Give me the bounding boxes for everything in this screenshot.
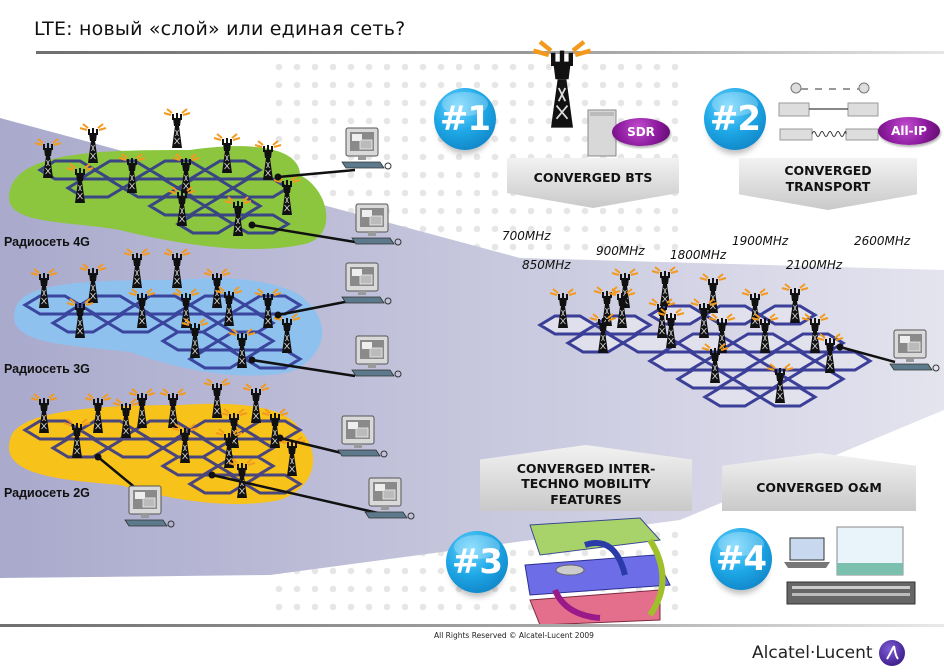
network-2g: [8, 378, 415, 528]
transport-illustration: [778, 82, 879, 141]
pillar-4-badge: #4: [710, 528, 772, 590]
mobility-layers-illustration: [524, 517, 671, 626]
converged-network: [537, 266, 940, 408]
pillar-1-badge: #1: [434, 88, 496, 150]
pillar-3-badge: #3: [446, 531, 508, 593]
brand-name: Alcatel·Lucent: [752, 643, 873, 663]
frequency-label: 700MHz: [502, 229, 551, 243]
frequency-label: 1900MHz: [732, 234, 789, 248]
sdr-tag: SDR: [612, 118, 670, 146]
frequency-label: 2600MHz: [854, 234, 911, 248]
brand-logo: Alcatel·Lucent: [752, 640, 905, 666]
converged-transport-label: CONVERGED TRANSPORT: [784, 163, 872, 194]
converged-om-label: CONVERGED O&M: [756, 480, 882, 496]
frequency-label: 850MHz: [522, 258, 571, 272]
copyright-text: All Rights Reserved © Alcatel-Lucent 200…: [434, 631, 594, 640]
network-label-3g: Радиосеть 3G: [4, 362, 90, 376]
alcatel-lucent-logo-icon: [878, 640, 905, 666]
all-ip-tag: All-IP: [878, 117, 940, 145]
om-illustration: [784, 526, 916, 605]
pillar-2-badge: #2: [704, 88, 766, 150]
frequency-label: 900MHz: [596, 244, 645, 258]
network-4g: [8, 108, 402, 250]
bts-tower-illustration: [533, 42, 617, 157]
network-label-2g: Радиосеть 2G: [4, 486, 90, 500]
page-title: LTE: новый «слой» или единая сеть?: [34, 18, 406, 40]
frequency-label: 1800MHz: [670, 248, 727, 262]
frequency-label: 2100MHz: [786, 258, 843, 272]
network-3g: [13, 248, 402, 378]
network-label-4g: Радиосеть 4G: [4, 235, 90, 249]
converged-mobility-banner: CONVERGED INTER- TECHNO MOBILITY FEATURE…: [480, 445, 692, 511]
converged-om-banner: CONVERGED O&M: [722, 453, 916, 511]
converged-bts-label: CONVERGED BTS: [533, 170, 653, 186]
converged-mobility-label: CONVERGED INTER- TECHNO MOBILITY FEATURE…: [516, 460, 656, 507]
title-divider: [36, 51, 944, 54]
footer-divider: [0, 624, 944, 627]
